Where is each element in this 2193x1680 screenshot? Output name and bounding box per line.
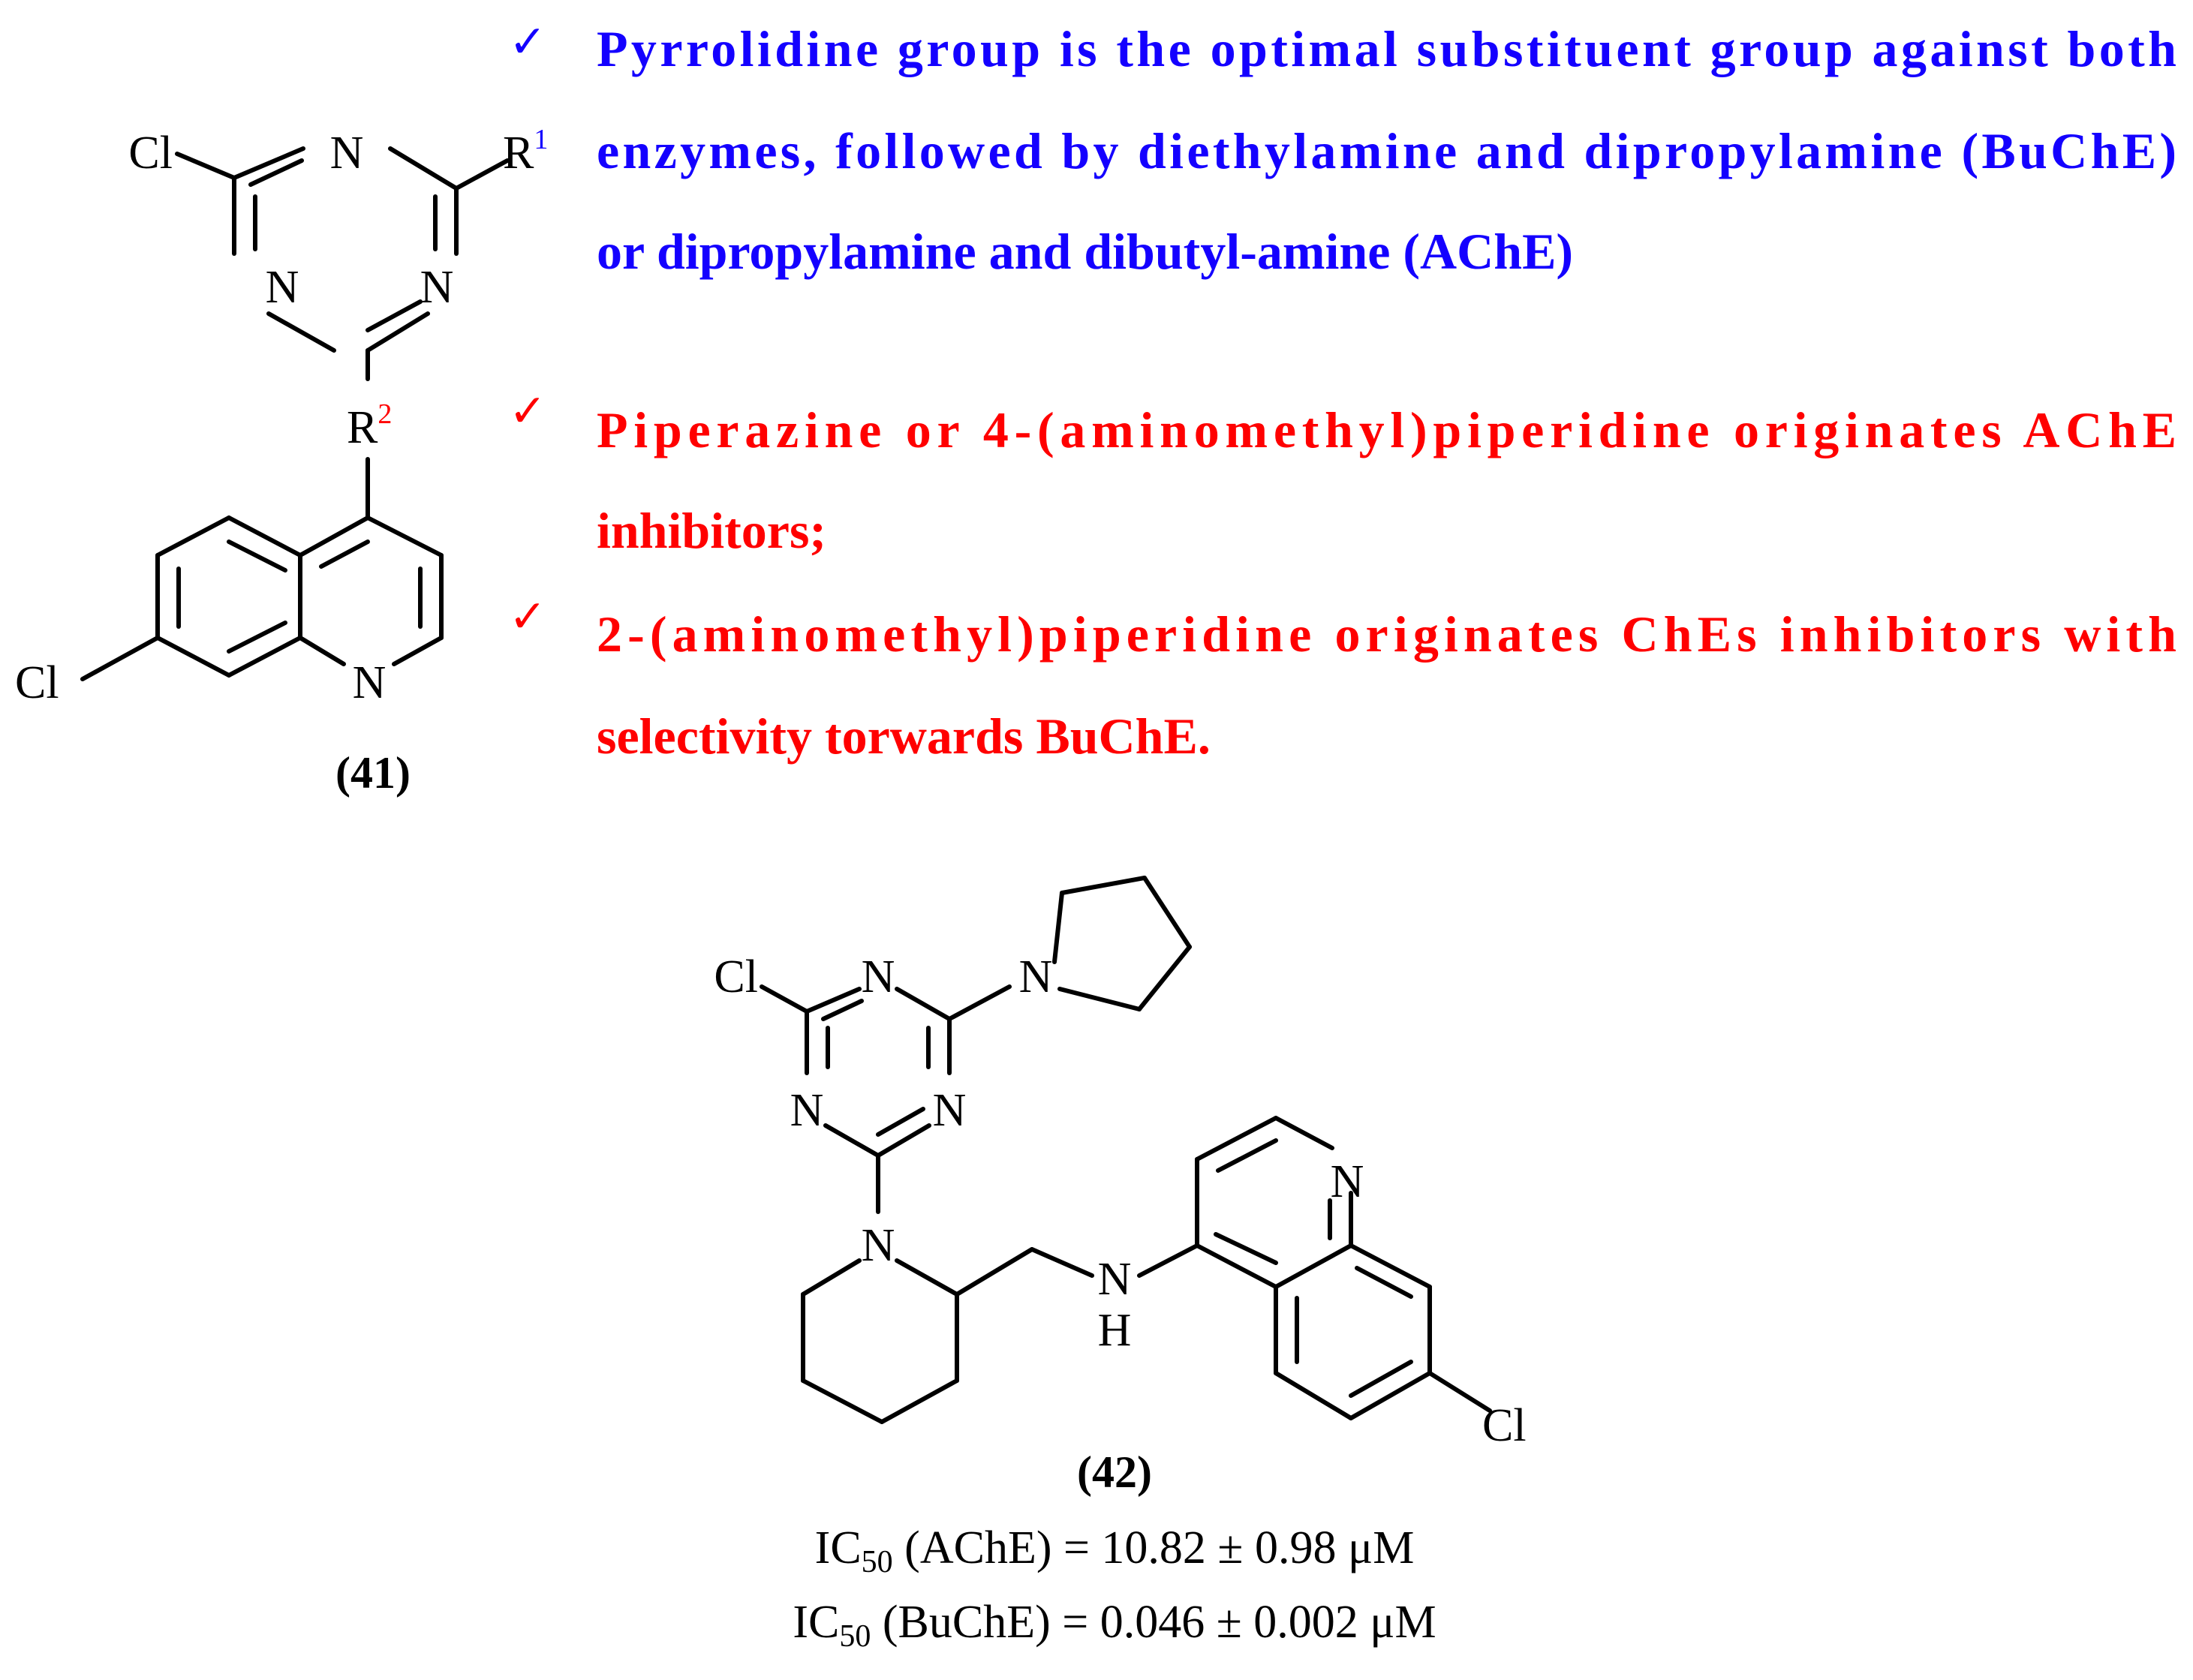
compound-42-cl-bottom: Cl [1482,1400,1527,1451]
bullet-1-line-2: enzymes, followed by diethylamine and di… [597,122,2176,179]
compound-42-n-triazine-left: N [790,1085,824,1136]
bullet-2: ✓ Piperazine or 4-(aminomethyl)piperidin… [509,386,2176,559]
compound-41-cl-bottom: Cl [15,657,59,708]
compound-42-n-triazine-top: N [862,951,895,1002]
compound-41-r1-letter: R [503,128,534,179]
ic50-buche-value: (BuChE) = 0.046 ± 0.002 μM [871,1597,1436,1648]
compound-41-r1: R1 [503,124,548,179]
ic50-ache-prefix: IC [815,1522,862,1573]
ic50-buche-prefix: IC [793,1597,839,1648]
compound-41-label: (41) [335,748,411,798]
compound-41-n-right: N [420,262,454,313]
compound-42-n-amine: N [1098,1254,1132,1305]
compound-42-structure: Cl N N N N N N H N Cl (42) IC50 (AChE) =… [714,876,1527,1654]
compound-42-n-triazine-right: N [933,1085,967,1136]
ic50-ache-value: (AChE) = 10.82 ± 0.98 μM [893,1522,1415,1573]
bullet-2-line-1: Piperazine or 4-(aminomethyl)piperidine … [597,401,2176,458]
compound-41-n-left: N [266,262,299,313]
bullet-3-line-1: 2-(aminomethyl)piperidine originates ChE… [597,606,2176,663]
compound-42-ic50-buche: IC50 (BuChE) = 0.046 ± 0.002 μM [793,1597,1436,1654]
bullet-3-check-icon: ✓ [509,592,546,642]
bullet-1-line-1: Pyrrolidine group is the optimal substit… [597,20,2176,77]
compound-41-r2-superscript: 2 [378,398,392,430]
ic50-ache-subscript: 50 [862,1545,893,1579]
compound-41-r1-superscript: 1 [534,124,548,155]
compound-41-n-quinoline: N [353,657,387,708]
compound-42-cl-top: Cl [714,951,758,1002]
bullet-1-check-icon: ✓ [509,17,546,67]
compound-42-bonds [760,876,1492,1424]
compound-42-n-quinoline: N [1331,1156,1364,1207]
compound-42-n-piperidine: N [862,1220,895,1271]
compound-42-ic50-ache: IC50 (AChE) = 10.82 ± 0.98 μM [815,1522,1415,1579]
bullet-3: ✓ 2-(aminomethyl)piperidine originates C… [509,592,2176,765]
compound-42-label: (42) [1077,1447,1152,1497]
compound-41-structure: Cl N N N N Cl R1 R2 (41) [15,124,548,798]
compound-41-r2-letter: R [347,402,378,453]
bullet-3-line-2: selectivity torwards BuChE. [597,708,1211,765]
compound-41-triazine-bonds [175,146,459,353]
bullet-2-line-2: inhibitors; [597,502,826,559]
compound-42-n-pyrrolidine: N [1019,951,1053,1002]
compound-41-n-top: N [330,128,364,179]
compound-41-cl-top: Cl [128,128,173,179]
compound-41-r1-bond [454,158,510,191]
bullet-1: ✓ Pyrrolidine group is the optimal subst… [509,17,2176,280]
sar-bullets: ✓ Pyrrolidine group is the optimal subst… [509,17,2176,765]
compound-42-h-amine: H [1098,1305,1132,1356]
bullet-1-line-3: or dipropylamine and dibutyl-amine (AChE… [597,223,1573,280]
bullet-2-check-icon: ✓ [509,386,546,436]
compound-41-r2: R2 [347,398,392,453]
ic50-buche-subscript: 50 [839,1619,871,1654]
compound-41-quinoline-bonds [80,515,444,681]
